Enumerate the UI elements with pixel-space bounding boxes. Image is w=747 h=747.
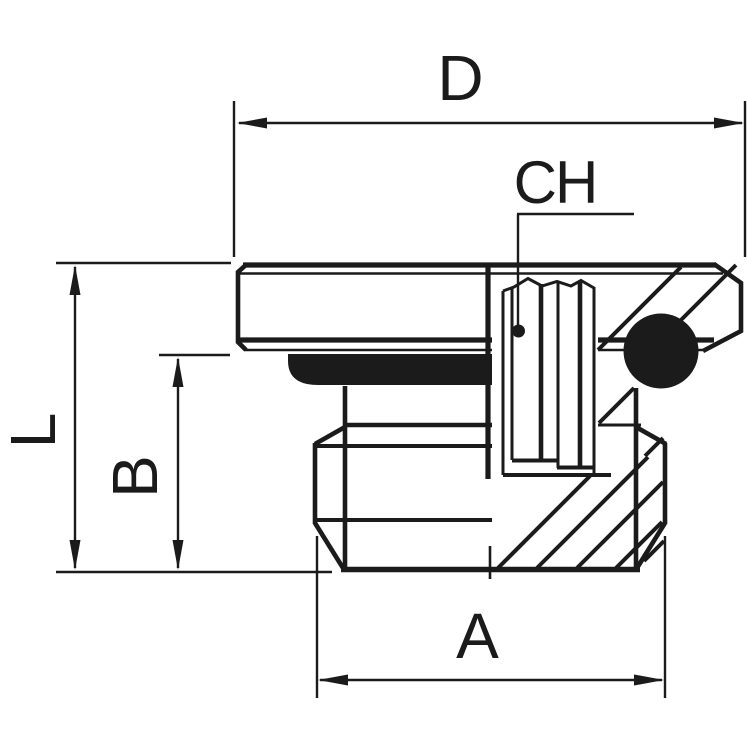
d-arrow-left [237,117,267,129]
hex-socket-recess [485,267,611,479]
plug-body [312,386,668,579]
a-arrow-left [318,674,348,686]
b-label: B [99,456,171,498]
hatch-line [597,386,636,425]
hex-chamfer-top-right [634,424,668,447]
seal-washer-band [288,354,492,385]
ch-label: CH [514,149,597,216]
dimension-b: B [99,353,230,570]
o-ring-cross-section [623,313,699,389]
hex-chamfer-bottom-right [635,521,667,570]
hatch-line [596,265,683,352]
a-label: A [456,600,499,672]
dimension-a: A [315,536,667,698]
hex-chamfer-bottom-left [313,521,345,570]
hatch-line [642,539,666,563]
hatch-line [614,520,664,570]
dimension-l: L [0,261,332,574]
plug-head-flange [235,262,744,354]
hatch-line [575,480,665,570]
head-left-edge [235,262,249,352]
d-arrow-right [714,117,744,129]
dimension-ch: CH [512,149,634,338]
hatch-line [535,455,650,570]
b-arrow-top [172,357,184,387]
hex-chamfer-top-left [313,424,347,447]
ch-leader-dot [512,324,525,338]
l-label: L [0,414,69,449]
dimension-d: D [232,42,747,257]
b-arrow-bottom [172,540,184,570]
a-arrow-right [634,674,664,686]
l-arrow-bottom [69,540,81,570]
hatch-line [496,474,592,570]
socket-broken-top-edge [502,276,595,293]
section-hatching [496,263,738,570]
d-label: D [437,42,482,114]
l-arrow-top [69,265,81,295]
